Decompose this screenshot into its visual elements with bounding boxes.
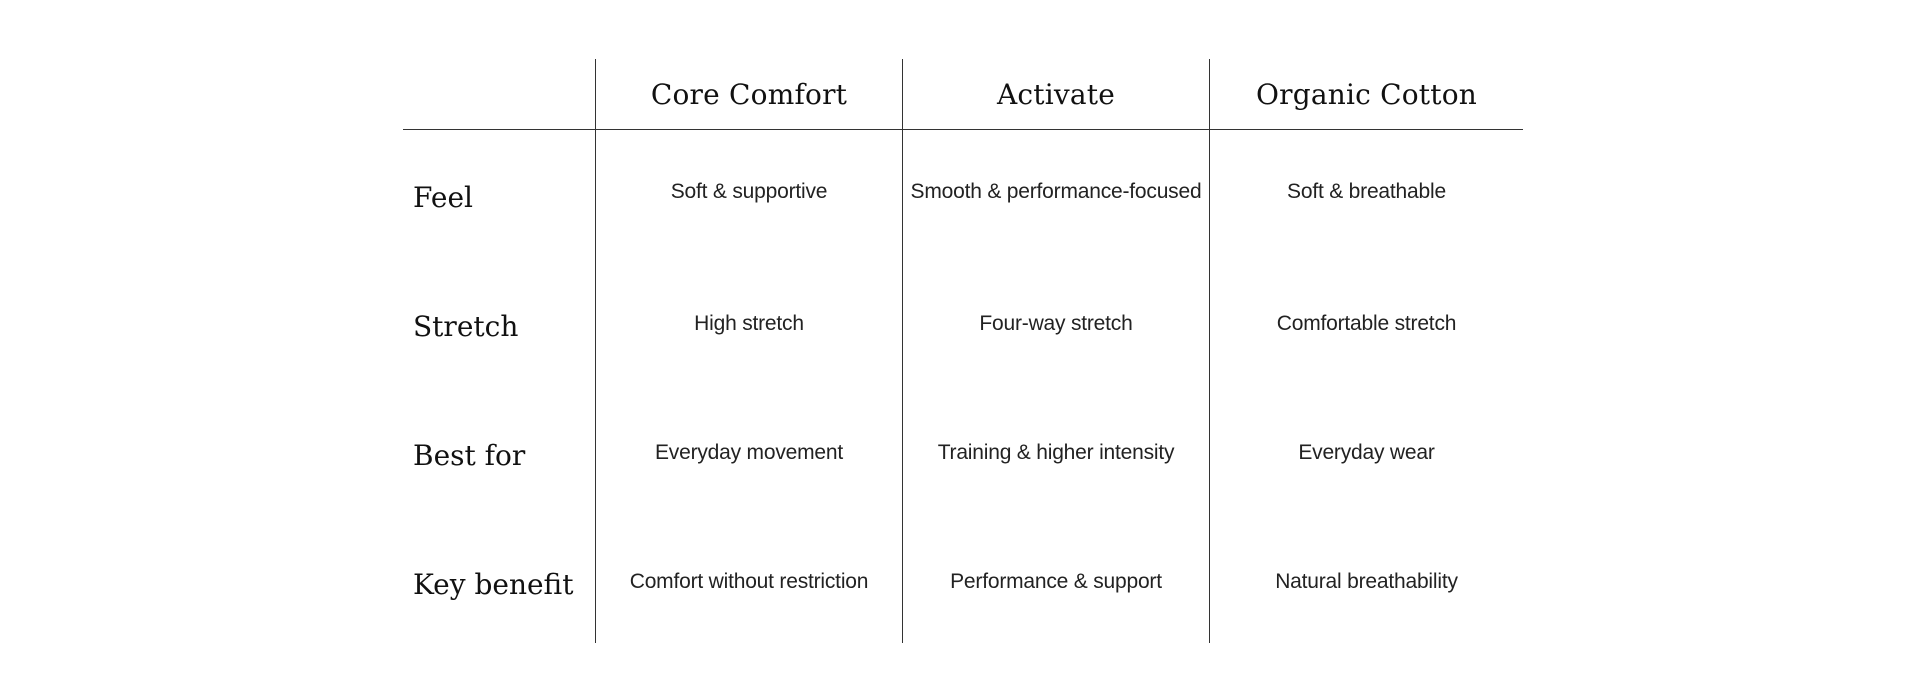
- table-cell: Smooth & performance-focused: [910, 180, 1202, 203]
- table-cell: Training & higher intensity: [937, 441, 1175, 464]
- table-cell: Everyday wear: [1298, 441, 1435, 464]
- column-header-core-comfort: Core Comfort: [650, 77, 848, 111]
- column-divider: [1209, 59, 1210, 643]
- table-cell: Soft & breathable: [1287, 180, 1446, 203]
- table-cell: Four-way stretch: [979, 312, 1133, 335]
- table-cell: Natural breathability: [1275, 570, 1458, 593]
- header-divider: [403, 129, 1523, 130]
- table-cell: Comfort without restriction: [629, 570, 869, 593]
- table-cell: Comfortable stretch: [1276, 312, 1457, 335]
- row-label-key-benefit: Key benefit: [413, 567, 574, 601]
- table-cell: Soft & supportive: [670, 180, 828, 203]
- table-cell: High stretch: [694, 312, 804, 335]
- column-header-organic-cotton: Organic Cotton: [1255, 77, 1477, 111]
- column-divider: [595, 59, 596, 643]
- column-divider: [902, 59, 903, 643]
- column-header-activate: Activate: [996, 77, 1116, 111]
- table-cell: Everyday movement: [654, 441, 843, 464]
- comparison-table: Core Comfort Activate Organic Cotton Fee…: [403, 59, 1523, 643]
- row-label-best-for: Best for: [413, 438, 526, 472]
- row-label-feel: Feel: [413, 180, 473, 214]
- row-label-stretch: Stretch: [413, 309, 519, 343]
- table-cell: Performance & support: [950, 570, 1162, 593]
